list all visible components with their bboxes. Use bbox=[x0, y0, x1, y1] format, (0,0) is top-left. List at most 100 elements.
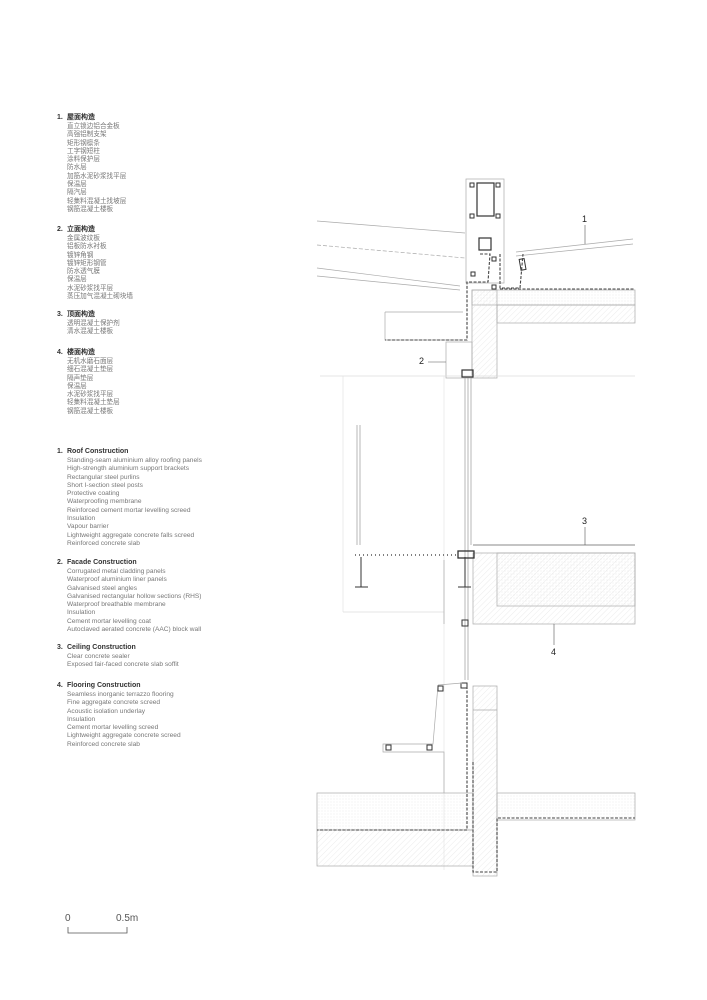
section-number: 4. bbox=[57, 682, 63, 689]
layer-item: Reinforced cement mortar levelling scree… bbox=[67, 506, 191, 514]
layer-item: Fine aggregate concrete screed bbox=[67, 699, 161, 707]
layer-item: Acoustic isolation underlay bbox=[67, 707, 146, 715]
callout-1: 1 bbox=[582, 214, 588, 224]
layer-item: 无机水磨石面层 bbox=[67, 358, 114, 365]
layer-item: 蒸压加气混凝土砌块墙 bbox=[67, 293, 133, 301]
layer-item: Insulation bbox=[67, 715, 96, 723]
section-heading: 3. 顶面构造 bbox=[57, 310, 120, 320]
cn-legend-section: 4. 楼面构造无机水磨石面层细石混凝土垫层隔声垫层保温层水泥砂浆找平层轻集料混凝土… bbox=[57, 348, 120, 416]
layer-list: Standing-seam aluminium alloy roofing pa… bbox=[57, 457, 202, 548]
section-heading: 3. Ceiling Construction bbox=[57, 643, 179, 653]
layer-item: 轻集料混凝土垫层 bbox=[67, 399, 120, 407]
layer-item: Waterproofing membrane bbox=[67, 498, 142, 506]
layer-item: High-strength aluminium support brackets bbox=[67, 465, 190, 473]
layer-item: 透明混凝土保护剂 bbox=[67, 320, 120, 327]
section-heading: 1. Roof Construction bbox=[57, 447, 202, 457]
layer-item: 水泥砂浆找平层 bbox=[67, 391, 114, 399]
section-number: 2. bbox=[57, 559, 63, 566]
section-number: 2. bbox=[57, 226, 63, 233]
lower-wall bbox=[472, 685, 498, 877]
layer-item: 钢筋混凝土楼板 bbox=[67, 205, 114, 213]
parapet bbox=[465, 178, 505, 284]
layer-item: Corrugated metal cladding panels bbox=[67, 568, 166, 575]
layer-item: 工字钢短柱 bbox=[67, 147, 100, 155]
layer-item: 防水层 bbox=[67, 164, 87, 172]
layer-item: Waterproof aluminium liner panels bbox=[67, 576, 167, 584]
layer-item: 矩形钢檩条 bbox=[67, 139, 100, 147]
section-title: 顶面构造 bbox=[67, 311, 95, 318]
layer-item: Lightweight aggregate concrete falls scr… bbox=[67, 531, 195, 539]
section-number: 3. bbox=[57, 311, 63, 318]
upper-wall bbox=[471, 289, 498, 379]
scale-start-label: 0 bbox=[65, 913, 71, 924]
layer-item: 保温层 bbox=[67, 181, 87, 189]
layer-item: 防水透气膜 bbox=[67, 268, 100, 276]
layer-item: Cement mortar levelling coat bbox=[67, 617, 151, 625]
layer-item: 镀锌矩形钢管 bbox=[67, 259, 107, 267]
section-heading: 2. Facade Construction bbox=[57, 558, 202, 568]
section-heading: 2. 立面构造 bbox=[57, 225, 133, 235]
layer-item: 直立锁边铝合金板 bbox=[67, 123, 120, 130]
layer-item: Rectangular steel purlins bbox=[67, 473, 140, 481]
adjacent-roof-lines bbox=[316, 220, 466, 291]
layer-item: Insulation bbox=[67, 609, 96, 617]
layer-item: 清水混凝土楼板 bbox=[67, 328, 114, 336]
layer-list: 透明混凝土保护剂清水混凝土楼板 bbox=[57, 320, 120, 337]
section-number: 3. bbox=[57, 644, 63, 651]
layer-item: 隔汽层 bbox=[67, 189, 87, 197]
section-number: 4. bbox=[57, 349, 63, 356]
layer-item: Seamless inorganic terrazzo flooring bbox=[67, 691, 174, 698]
layer-item: 保温层 bbox=[67, 382, 87, 390]
layer-item: 水泥砂浆找平层 bbox=[67, 284, 114, 292]
callout-2: 2 bbox=[419, 356, 425, 366]
section-title: 楼面构造 bbox=[67, 349, 95, 356]
layer-item: Waterproof breathable membrane bbox=[67, 601, 166, 609]
layer-list: 直立锁边铝合金板高强铝制支架矩形钢檩条工字钢短柱涂料保护层防水层加筋水泥砂浆找平… bbox=[57, 123, 126, 214]
cn-legend-section: 3. 顶面构造透明混凝土保护剂清水混凝土楼板 bbox=[57, 310, 120, 337]
layer-item: Galvanised steel angles bbox=[67, 584, 138, 592]
layer-item: Cement mortar levelling screed bbox=[67, 724, 159, 732]
layer-item: Exposed fair-faced concrete slab soffit bbox=[67, 661, 179, 669]
layer-item: 钢筋混凝土楼板 bbox=[67, 407, 114, 415]
section-number: 1. bbox=[57, 448, 63, 455]
layer-item: 铝板防水衬板 bbox=[67, 243, 107, 251]
roof-panel bbox=[515, 238, 634, 257]
section-heading: 4.Flooring Construction bbox=[57, 681, 181, 691]
scale-end-label: 0.5m bbox=[116, 913, 139, 924]
layer-item: Vapour barrier bbox=[67, 523, 109, 531]
layer-item: 涂料保护层 bbox=[67, 156, 100, 164]
section-heading: 4. 楼面构造 bbox=[57, 348, 120, 358]
callout-4: 4 bbox=[551, 647, 557, 657]
layer-item: 加筋水泥砂浆找平层 bbox=[67, 172, 127, 180]
layer-list: 无机水磨石面层细石混凝土垫层隔声垫层保温层水泥砂浆找平层轻集料混凝土垫层钢筋混凝… bbox=[57, 358, 120, 416]
layer-item: 金属波纹板 bbox=[67, 235, 100, 242]
section-title: Facade Construction bbox=[67, 559, 137, 566]
layer-item: Autoclaved aerated concrete (AAC) block … bbox=[67, 626, 202, 634]
layer-item: Reinforced concrete slab bbox=[67, 539, 140, 547]
layer-item: 隔声垫层 bbox=[67, 374, 94, 382]
layer-item: 细石混凝土垫层 bbox=[67, 366, 114, 374]
section-number: 1. bbox=[57, 114, 63, 121]
section-heading: 1. 屋面构造 bbox=[57, 113, 126, 123]
layer-item: 轻集料混凝土找坡层 bbox=[67, 197, 127, 205]
section-title: 屋面构造 bbox=[67, 114, 95, 121]
layer-item: Short I-section steel posts bbox=[67, 481, 143, 489]
cn-legend-section: 1. 屋面构造直立锁边铝合金板高强铝制支架矩形钢檩条工字钢短柱涂料保护层防水层加筋… bbox=[57, 113, 126, 214]
section-title: Roof Construction bbox=[67, 448, 129, 455]
layer-list: 金属波纹板铝板防水衬板镀锌角钢镀锌矩形钢管防水透气膜保温层水泥砂浆找平层蒸压加气… bbox=[57, 235, 133, 301]
layer-item: 保温层 bbox=[67, 276, 87, 284]
layer-item: 高强铝制支架 bbox=[67, 131, 107, 139]
layer-item: Galvanised rectangular hollow sections (… bbox=[67, 592, 202, 600]
layer-item: Insulation bbox=[67, 515, 96, 523]
section-title: 立面构造 bbox=[67, 226, 95, 233]
layer-item: 镀锌角钢 bbox=[67, 251, 94, 259]
section-title: Ceiling Construction bbox=[67, 644, 136, 651]
callout-3: 3 bbox=[582, 516, 588, 526]
